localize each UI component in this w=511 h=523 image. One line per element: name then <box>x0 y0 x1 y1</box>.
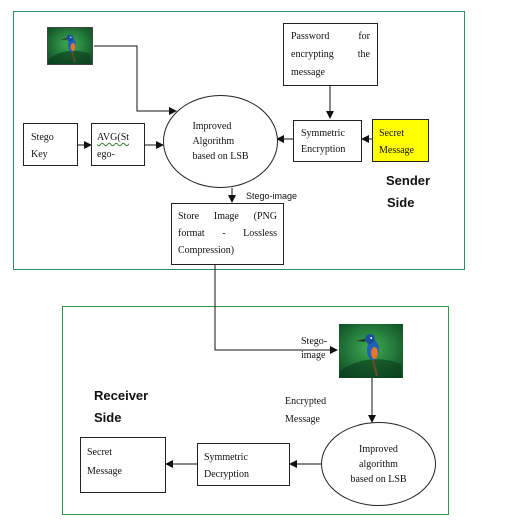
stego-key-line-1: Stego <box>31 132 54 143</box>
algorithm-line-2: Algorithm <box>192 136 235 147</box>
arrow-cover-to-algorithm <box>94 45 177 115</box>
password-line-1: Password for <box>291 31 370 42</box>
receiver-stego-line-1: Stego- <box>301 336 328 347</box>
encryption-line-1: Symmetric <box>301 128 345 139</box>
cover-image <box>47 27 93 65</box>
receiver-title-line-1: Receiver <box>94 388 149 403</box>
kingfisher-bird-image <box>48 28 92 64</box>
encrypted-line-2: Message <box>285 414 320 425</box>
sender-title-line-1: Sender <box>386 173 431 188</box>
encryption-line-2: Encryption <box>301 144 346 155</box>
receiver-algorithm-line-1: Improved <box>359 443 398 455</box>
receiver-side-heading: Receiver Side <box>94 385 148 429</box>
avg-box: AVG(St ego- <box>91 123 145 166</box>
receiver-secret-line-1: Secret <box>87 447 112 458</box>
decryption-line-1: Symmetric <box>204 452 248 463</box>
symmetric-decryption-box: Symmetric Decryption <box>197 443 290 486</box>
receiver-secret-message-box: Secret Message <box>80 437 166 493</box>
decryption-line-2: Decryption <box>204 469 249 480</box>
receiver-algorithm-ellipse: Improved algorithm based on LSB <box>321 422 436 506</box>
sender-panel <box>13 11 465 270</box>
secret-message-box: Secret Message <box>372 119 429 162</box>
receiver-secret-line-2: Message <box>87 466 122 477</box>
kingfisher-bird-image <box>339 324 403 378</box>
store-image-box: Store Image (PNG format - Lossless Compr… <box>171 203 284 265</box>
store-line-2: format - Lossless <box>178 228 277 239</box>
password-line-3: message <box>291 67 325 78</box>
encrypted-line-1: Encrypted <box>285 396 327 407</box>
password-line-2: encrypting the <box>291 49 370 60</box>
improved-algorithm-ellipse: Improved Algorithm based on LSB <box>163 95 278 188</box>
receiver-algorithm-line-2: algorithm <box>359 458 398 470</box>
password-box: Password for encrypting the message <box>283 23 378 86</box>
receiver-title-line-2: Side <box>94 410 122 425</box>
stego-key-line-2: Key <box>31 149 48 160</box>
encrypted-message-label: Encrypted Message <box>285 393 326 429</box>
store-line-1: Store Image (PNG <box>178 211 277 222</box>
receiver-stego-label: Stego- image <box>301 335 327 363</box>
avg-line-2: ego- <box>97 149 115 160</box>
sender-title-line-2: Side <box>387 195 415 210</box>
receiver-algorithm-line-3: based on LSB <box>350 473 407 485</box>
algorithm-line-3: based on LSB <box>192 151 249 162</box>
avg-line-1: AVG(St <box>97 132 130 143</box>
symmetric-encryption-box: Symmetric Encryption <box>293 120 362 162</box>
arrow-store-to-stego <box>214 265 338 354</box>
store-line-3: Compression) <box>178 245 235 256</box>
algorithm-line-1: Improved <box>192 121 232 132</box>
sender-side-heading: Sender Side <box>386 170 430 214</box>
stego-key-box: Stego Key <box>23 123 78 166</box>
receiver-stego-line-2: image <box>301 350 326 361</box>
secret-line-1: Secret <box>379 128 404 139</box>
receiver-panel <box>62 306 449 515</box>
stego-image-label: Stego-image <box>246 191 298 201</box>
secret-line-2: Message <box>379 145 414 156</box>
stego-image <box>339 324 403 378</box>
